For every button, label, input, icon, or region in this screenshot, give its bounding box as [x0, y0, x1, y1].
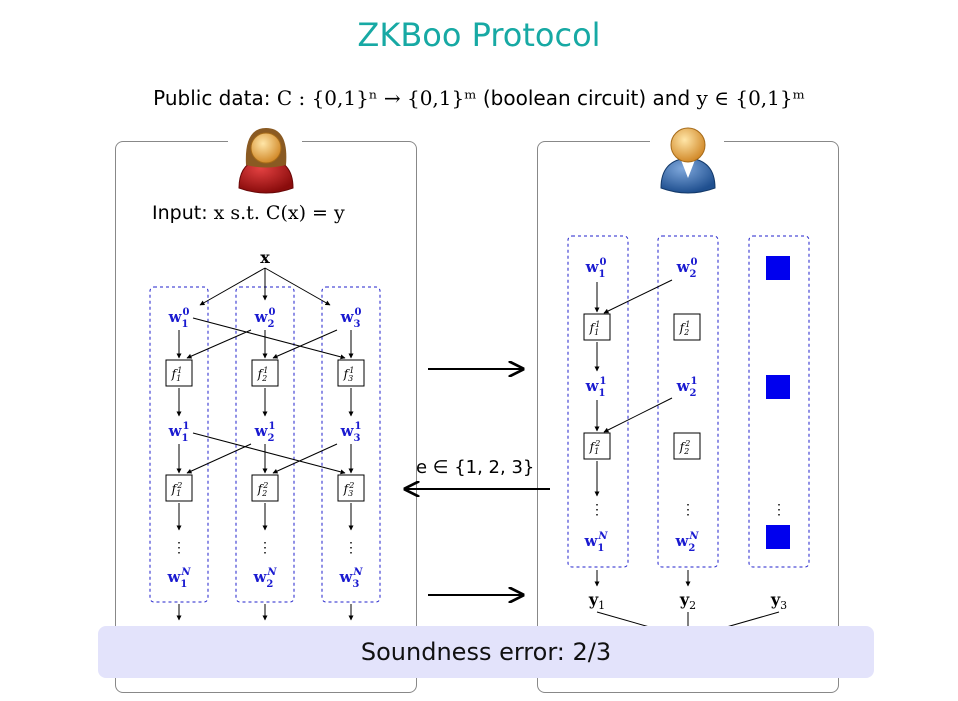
- dots-p2: ⋮: [258, 540, 272, 556]
- v-wire-w1-N: w1N: [583, 531, 608, 554]
- wire-w2-N: w2N: [252, 567, 277, 590]
- public-data-line: Public data: C : {0,1}ⁿ → {0,1}ᵐ (boolea…: [0, 86, 958, 110]
- wire-w1-N: w1N: [166, 567, 191, 590]
- v-wire-w2-N: w2N: [674, 531, 699, 554]
- circuit-signature: C : {0,1}ⁿ → {0,1}ᵐ: [276, 86, 477, 110]
- v-wire-w1-0: w10: [585, 257, 607, 280]
- slide-title: ZKBoo Protocol: [357, 16, 601, 54]
- input-prefix: Input:: [152, 202, 214, 224]
- female-user-icon: [228, 128, 302, 196]
- svg-text:f22: f22: [679, 439, 691, 456]
- v-wire-w1-1: w11: [585, 376, 607, 399]
- svg-text:f12: f12: [589, 439, 601, 456]
- v-wire-w2-1: w21: [676, 376, 698, 399]
- root-input-x: x: [260, 248, 270, 267]
- verifier-arrows: [594, 279, 691, 587]
- output-signature: y ∈ {0,1}ᵐ: [696, 86, 805, 110]
- prover-panel: [115, 141, 417, 693]
- dots-p1: ⋮: [172, 540, 186, 556]
- dots-p3: ⋮: [344, 540, 358, 556]
- svg-text:f21: f21: [257, 366, 269, 383]
- verifier-panel: [537, 141, 839, 693]
- dots-v3: ⋮: [772, 502, 786, 518]
- wire-w3-1: w31: [340, 421, 362, 444]
- output-y3: y3: [770, 590, 787, 612]
- wire-w2-0: w20: [254, 307, 276, 330]
- svg-text:f21: f21: [679, 320, 691, 337]
- wire-w3-0: w30: [340, 307, 362, 330]
- output-y2: y2: [679, 590, 696, 612]
- output-y1: y1: [588, 590, 605, 612]
- male-user-icon: [650, 127, 724, 196]
- dots-v2: ⋮: [681, 502, 695, 518]
- public-data-prefix: Public data:: [153, 86, 277, 110]
- wire-w1-0: w10: [168, 307, 190, 330]
- dots-v1: ⋮: [590, 502, 604, 518]
- svg-text:f31: f31: [343, 366, 355, 383]
- challenge-label: e ∈ {1, 2, 3}: [416, 457, 534, 478]
- input-statement: x s.t. C(x) = y: [213, 202, 345, 224]
- wire-w2-1: w21: [254, 421, 276, 444]
- wire-w1-1: w11: [168, 421, 190, 444]
- prover-functions: f11 f21 f31 f12 f22 f32: [165, 359, 365, 502]
- hidden-square-3: [766, 525, 790, 549]
- verifier-functions: f11 f21 f12 f22: [583, 313, 701, 460]
- v-wire-w2-0: w20: [676, 257, 698, 280]
- hidden-square-1: [766, 256, 790, 280]
- svg-text:f11: f11: [589, 320, 601, 337]
- svg-text:f22: f22: [257, 481, 269, 498]
- public-data-middle: (boolean circuit) and: [476, 86, 697, 110]
- hidden-view-squares: [766, 256, 790, 549]
- svg-text:f32: f32: [343, 481, 355, 498]
- svg-text:f12: f12: [171, 481, 183, 498]
- prover-input: Input: x s.t. C(x) = y: [152, 202, 345, 224]
- wire-w3-N: w3N: [338, 567, 363, 590]
- hidden-square-2: [766, 375, 790, 399]
- prover-wires: w10 w20 w30 w11 w21 w31 w1N w2N w3N: [166, 307, 363, 590]
- soundness-banner: Soundness error: 2/3: [98, 626, 874, 678]
- verifier-outputs: y1 y2 y3: [588, 590, 787, 612]
- verifier-wires: w10 w20 w11 w21 w1N w2N: [583, 257, 699, 554]
- prover-arrows: [176, 317, 354, 621]
- verifier-columns: [567, 235, 810, 568]
- svg-text:f11: f11: [171, 366, 183, 383]
